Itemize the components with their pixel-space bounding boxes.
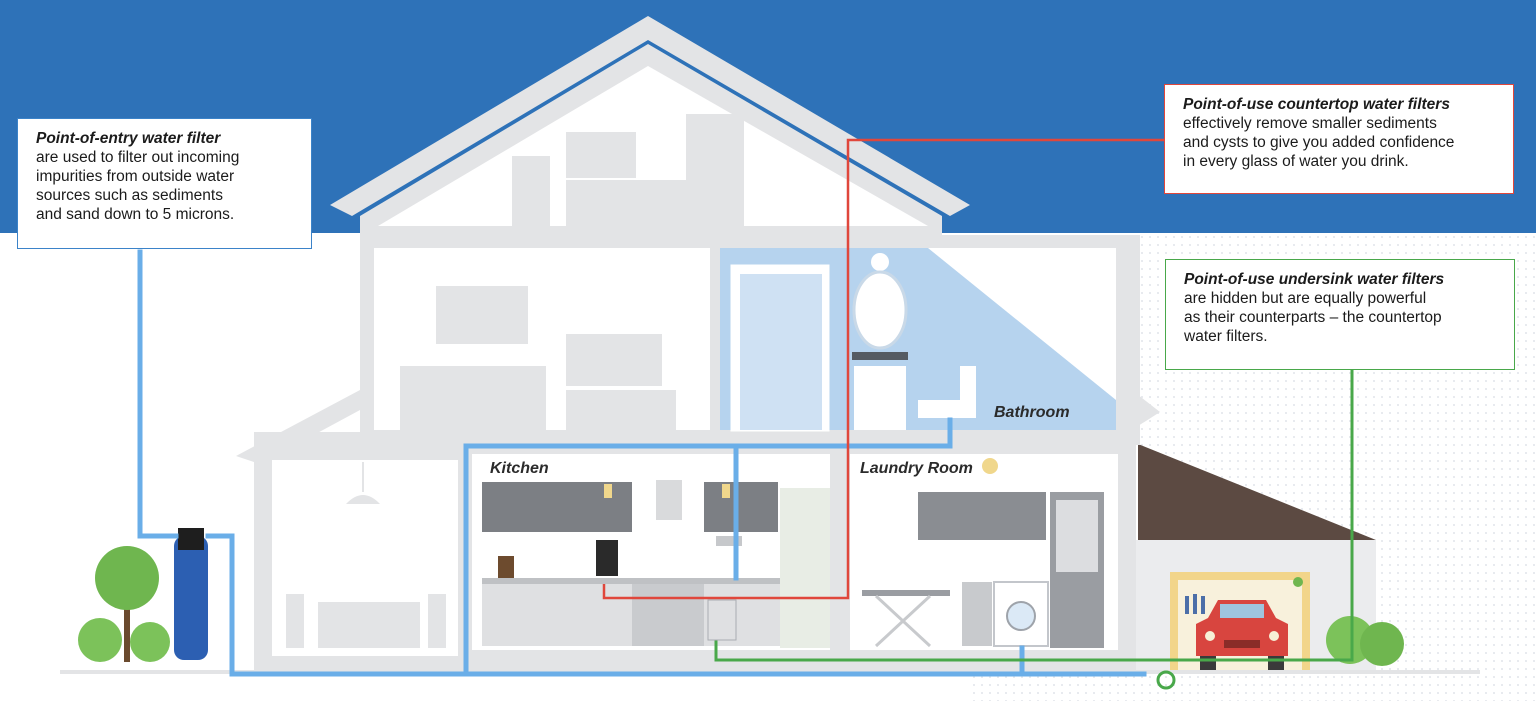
blue-water-pipe xyxy=(137,249,1147,677)
callout-countertop-body: effectively remove smaller sediments and… xyxy=(1183,115,1455,170)
garden-hose-icon xyxy=(1156,670,1176,690)
room-label-laundry: Laundry Room xyxy=(860,460,973,477)
callout-point-of-entry-body: are used to filter out incoming impuriti… xyxy=(36,149,240,223)
living-room-furniture xyxy=(400,286,676,430)
basement-furniture xyxy=(286,462,446,648)
attic-furniture xyxy=(512,114,744,226)
callout-undersink-body: are hidden but are equally powerful as t… xyxy=(1184,290,1442,345)
tree-left xyxy=(78,546,170,662)
kitchen-interior xyxy=(482,480,830,648)
undersink-filter-icon xyxy=(707,599,737,641)
callout-undersink: Point-of-use undersink water filters are… xyxy=(1165,259,1515,370)
room-label-bathroom: Bathroom xyxy=(994,404,1070,421)
callout-point-of-entry: Point-of-entry water filter are used to … xyxy=(17,118,312,249)
callout-countertop: Point-of-use countertop water filters ef… xyxy=(1164,84,1514,194)
point-of-entry-filter-icon xyxy=(174,528,208,660)
callout-countertop-title: Point-of-use countertop water filters xyxy=(1183,96,1450,113)
bathroom-fixtures xyxy=(730,253,976,432)
laundry-interior xyxy=(862,458,1104,648)
callout-undersink-title: Point-of-use undersink water filters xyxy=(1184,271,1445,288)
garage-tools xyxy=(1185,594,1205,614)
room-label-kitchen: Kitchen xyxy=(490,460,549,477)
callout-point-of-entry-title: Point-of-entry water filter xyxy=(36,130,221,147)
bush-right xyxy=(1326,616,1404,666)
red-countertop-pipe xyxy=(602,138,1164,600)
